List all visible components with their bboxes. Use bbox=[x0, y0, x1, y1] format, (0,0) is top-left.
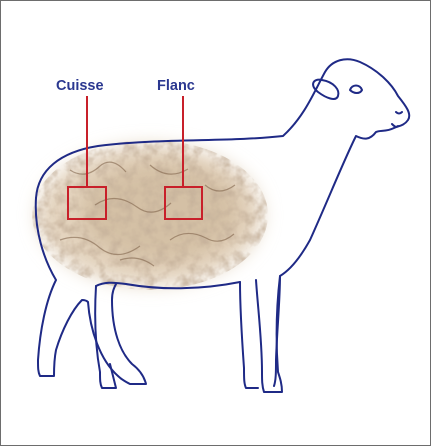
fleece-patch bbox=[30, 135, 275, 295]
label-flanc: Flanc bbox=[157, 78, 195, 94]
sheep-front-leg-far bbox=[240, 282, 258, 388]
sheep-eye bbox=[350, 86, 362, 94]
label-cuisse: Cuisse bbox=[56, 78, 104, 94]
fleece-texture bbox=[30, 135, 275, 295]
